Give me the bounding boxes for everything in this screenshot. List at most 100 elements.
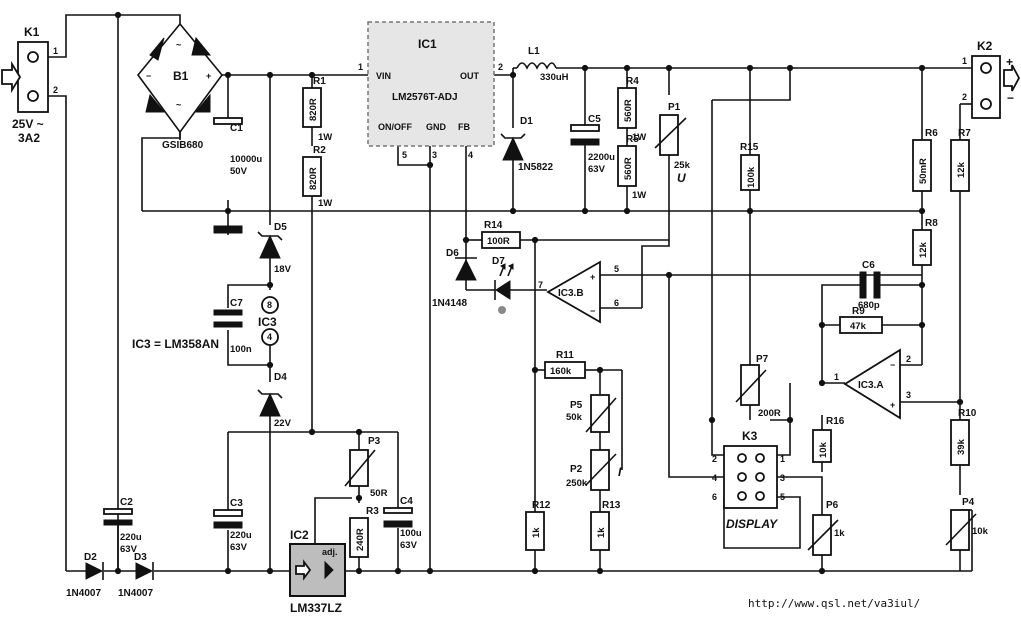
ic3-note: IC3 = LM358AN [132,337,219,351]
r12-value: 1k [531,527,542,538]
r1-label: R1 [313,76,326,87]
resistor-r10: 39k R10 [950,408,977,466]
capacitor-c2: C2 220u 63V [103,497,142,555]
potentiometer-p7: P7 200R [735,354,781,419]
p5-value: 50k [566,412,583,423]
ic3-pin8: 8 [267,300,272,310]
capacitor-c6: C6 680p [858,260,881,311]
led-d7: D7 [492,256,514,314]
resistor-r16: 10k R16 [812,416,845,463]
ic2-lm337: adj. IC2 LM337LZ [289,528,346,615]
resistor-r4: 560R R4 1W [617,76,646,143]
r1-power: 1W [318,132,332,143]
ic3b-p7: 7 [538,280,543,290]
c2-value: 220u [120,532,142,543]
capacitor-c4: C4 100u 63V [383,496,422,551]
junction-dots [114,11,964,575]
d5-value: 18V [274,264,292,275]
r13-label: R13 [602,500,621,511]
p6-value: 1k [834,528,845,539]
ic1-type: LM2576T-ADJ [392,92,458,103]
resistor-r1: 820R R1 1W [302,76,332,143]
k3-pin4: 4 [712,473,717,483]
potentiometer-p3: P3 50R [344,436,388,499]
l1-value: 330uH [540,72,569,83]
resistor-r2: 820R R2 1W [302,145,332,209]
d7-label: D7 [492,256,505,267]
c5-label: C5 [588,114,601,125]
c7-value: 100n [230,344,252,355]
r16-label: R16 [826,416,845,427]
r14-label: R14 [484,220,503,231]
capacitor-c5: C5 2200u 63V [570,114,615,175]
p4-value: 10k [972,526,989,537]
l1-label: L1 [528,46,540,57]
resistor-r6: 50mR R6 [912,128,938,192]
potentiometer-p5: P5 50k [566,394,617,433]
resistor-r9: 47k R9 [839,306,883,334]
p2-mark: I [618,465,622,479]
d1-type: 1N5822 [518,162,553,173]
c2-label: C2 [120,497,133,508]
ic3b-label: IC3.B [558,288,584,299]
d6-label: D6 [446,248,459,259]
p2-value: 250k [566,478,588,489]
potentiometer-p1: P1 25k U [654,102,691,185]
ic3-supply: 8 4 IC3 IC3 = LM358AN [132,296,279,351]
ic3a-p1: 1 [834,372,839,382]
input-arrow-icon [1,60,22,94]
k1-pin2: 2 [53,85,58,95]
r11-value: 160k [550,366,572,377]
k2-connector: K2 1 2 + − [962,39,1021,119]
inductor-l1: L1 330uH [516,46,569,83]
svg-text:+: + [1006,55,1013,69]
svg-text:~: ~ [176,40,181,50]
ic1-gnd: GND [426,122,447,132]
capacitor-c3: C3 220u 63V [213,498,252,553]
ic3a-label: IC3.A [858,380,884,391]
k3-label: K3 [742,429,758,443]
svg-text:+: + [590,272,595,282]
d4-value: 22V [274,418,292,429]
opamp-ic3b: + − IC3.B 5 6 7 [538,260,619,324]
p5-label: P5 [570,400,583,411]
k3-pin1: 1 [780,454,785,464]
r4-power: 1W [632,132,646,143]
r5-power: 1W [632,190,646,201]
k3-name: DISPLAY [726,517,778,531]
c6-value: 680p [858,300,880,311]
resistor-r7: 12k R7 [950,128,971,192]
svg-text:~: ~ [176,100,181,110]
c4-voltage: 63V [400,540,418,551]
k2-pin1: 1 [962,56,967,66]
c5-value: 2200u [588,152,615,163]
d6-type: 1N4148 [432,298,467,309]
r13-value: 1k [596,527,607,538]
ic1-lm2576: IC1 LM2576T-ADJ VIN OUT ON/OFF GND FB 1 … [358,21,503,160]
potentiometer-p4: P4 10k [945,497,989,551]
r9-value: 47k [850,321,867,332]
r11-label: R11 [556,350,574,361]
b1-type: GSIB680 [162,140,204,151]
ic2-label: IC2 [290,528,309,542]
r1-value: 820R [308,98,319,121]
r3-label: R3 [366,506,379,517]
c3-label: C3 [230,498,243,509]
c1-voltage: 50V [230,166,248,177]
resistor-r3: 240R R3 [349,506,379,558]
r5-label: R5 [626,134,639,145]
p1-value: 25k [674,160,691,171]
resistor-r14: 100R R14 [481,220,521,249]
opamp-ic3a: − + IC3.A 1 2 3 [834,348,911,420]
svg-text:−: − [590,306,595,316]
ic3a-p3: 3 [906,390,911,400]
d2-label: D2 [84,552,97,563]
k1-rating-v: 25V ~ [12,117,44,131]
r9-label: R9 [852,306,865,317]
c1-label: C1 [230,123,243,134]
r7-label: R7 [958,128,971,139]
d1-label: D1 [520,116,533,127]
potentiometer-p2: P2 250k I [566,449,622,491]
p4-label: P4 [962,497,975,508]
